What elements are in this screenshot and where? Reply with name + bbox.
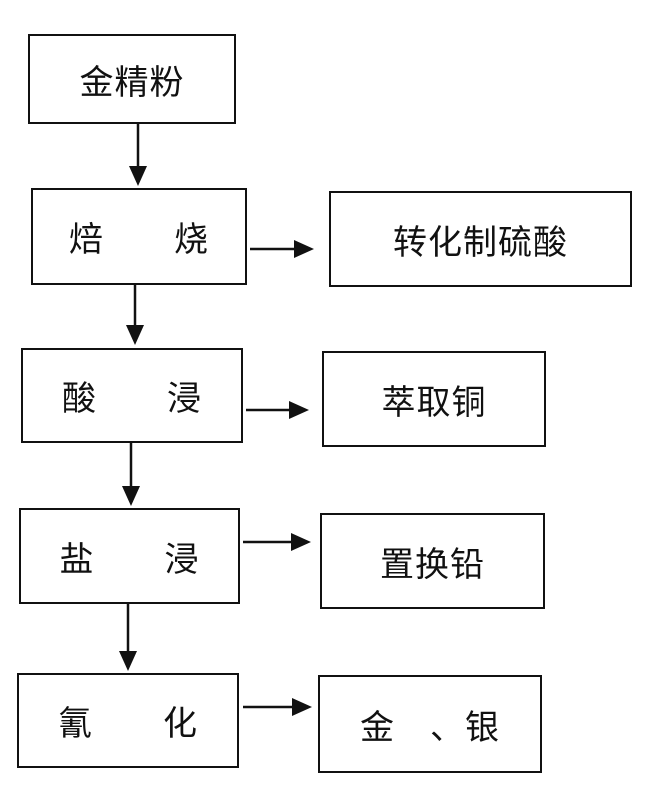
step-acid-leaching: 酸 浸 [21,348,243,443]
step-gold-concentrate: 金精粉 [28,34,236,124]
step-acid-leaching-label: 酸 浸 [62,371,202,420]
arrow-salt-leaching-to-lead-replacement [243,533,311,551]
product-copper-extraction: 萃取铜 [322,351,546,447]
step-cyanidation: 氰 化 [17,673,239,768]
arrow-acid-leaching-to-copper-extraction [246,401,309,419]
product-gold-silver-label: 金 、银 [360,700,500,749]
step-salt-leaching-label: 盐 浸 [60,532,200,581]
step-salt-leaching: 盐 浸 [19,508,240,604]
product-lead-replacement: 置换铅 [320,513,545,609]
step-roasting-label: 焙 烧 [69,212,209,261]
product-lead-replacement-label: 置换铅 [380,537,485,586]
product-sulfuric-acid: 转化制硫酸 [329,191,632,287]
arrow-concentrate-to-roasting [129,124,147,186]
arrow-salt-leaching-to-cyanidation [119,604,137,671]
step-gold-concentrate-label: 金精粉 [80,55,185,104]
step-cyanidation-label: 氰 化 [58,696,198,745]
arrow-roasting-to-sulfuric-acid [250,240,314,258]
arrow-acid-leaching-to-salt-leaching [122,443,140,506]
arrow-roasting-to-acid-leaching [126,285,144,345]
product-copper-extraction-label: 萃取铜 [382,375,487,424]
arrow-cyanidation-to-gold-silver [243,698,312,716]
product-gold-silver: 金 、银 [318,675,542,773]
step-roasting: 焙 烧 [31,188,247,285]
product-sulfuric-acid-label: 转化制硫酸 [393,215,568,264]
